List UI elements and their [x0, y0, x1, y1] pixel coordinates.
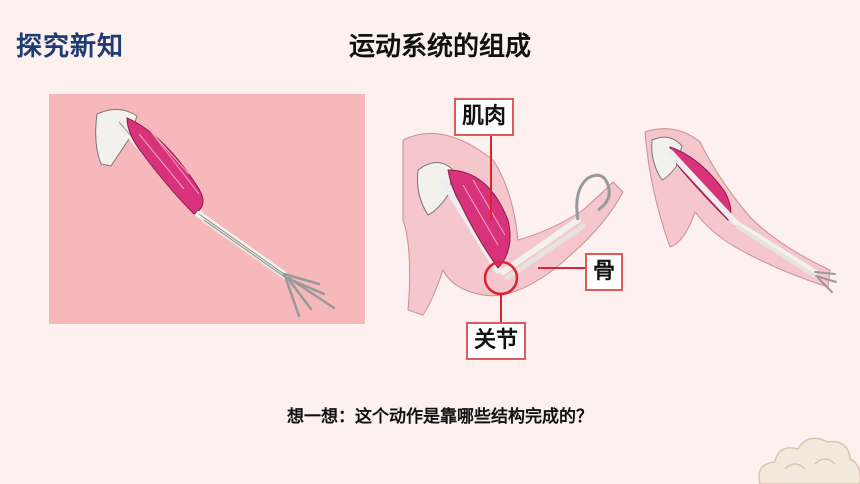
page-title: 运动系统的组成	[348, 32, 531, 62]
straight-arm-image	[49, 94, 365, 324]
cloud-decoration-icon	[758, 437, 860, 484]
section-label: 探究新知	[16, 32, 125, 62]
label-joint: 关节	[466, 322, 527, 360]
question-text: 想一想：这个动作是靠哪些结构完成的？	[287, 407, 593, 427]
angled-arm-illustration	[644, 128, 837, 293]
bent-arm-illustration	[402, 132, 624, 322]
label-bone: 骨	[585, 253, 624, 291]
straight-arm-illustration	[95, 109, 336, 318]
label-muscle: 肌肉	[454, 98, 515, 136]
